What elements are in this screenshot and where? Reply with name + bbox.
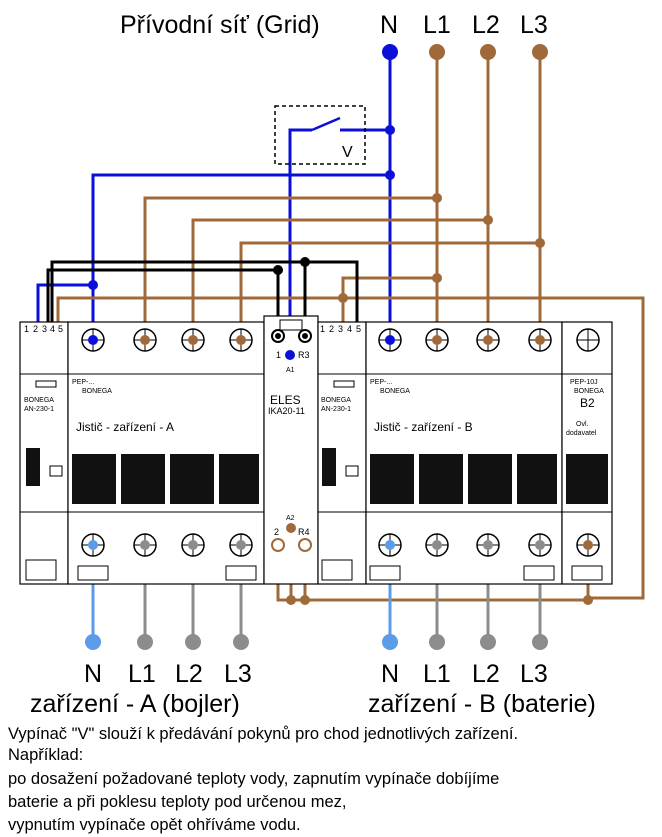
terminal-b-l3-top (528, 328, 552, 352)
phase-l1-to-relays-wire (341, 276, 437, 325)
relay-left-pin-5: 5 (58, 324, 63, 334)
terminal-a-n-top (81, 328, 105, 352)
out-a-l3-label: L3 (224, 660, 252, 688)
out-b-l3-label: L3 (520, 660, 548, 688)
terminal-b-l1-bottom (425, 533, 449, 557)
grid-terminal-l3: L3 (520, 11, 548, 39)
contactor-brand: ELES (270, 393, 301, 407)
relay-right-pin-3: 3 (338, 324, 343, 334)
relay-right-pin-4: 4 (347, 324, 352, 334)
terminal-a-l1-top (133, 328, 157, 352)
out-a-l1-label: L1 (128, 660, 156, 688)
relay-right-brand: BONEGA (321, 397, 351, 404)
note-line-3: po dosažení požadované teploty vody, zap… (8, 770, 500, 788)
out-a-l2-label: L2 (175, 660, 203, 688)
out-b-n-label: N (381, 660, 399, 688)
contactor-model: IKA20-11 (268, 406, 305, 416)
terminal-b-n-top (378, 328, 402, 352)
breaker-a-series: PEP-... (72, 379, 94, 386)
grid-terminal-n: N (380, 11, 398, 39)
breaker-b2-caption-1: Ovl. (576, 421, 589, 428)
contactor-pin-2: 2 (274, 527, 279, 537)
phase-l2-to-a-wire (191, 218, 488, 340)
relay-left-pin-4: 4 (50, 324, 55, 334)
phase-l1-to-b2-wire (343, 296, 645, 600)
note-line-1: Vypínač "V" slouží k předávání pokynů pr… (8, 725, 519, 743)
contactor-a1: A1 (286, 367, 295, 374)
grid-terminal-l1: L1 (423, 11, 451, 39)
relay-right-pin-5: 5 (356, 324, 361, 334)
grid-terminal-l2: L2 (472, 11, 500, 39)
relay-right: 1 2 3 4 5 BONEGA AN-230-1 (317, 321, 367, 585)
terminal-a-l3-bottom (229, 533, 253, 557)
relay-left-model: AN-230-1 (24, 406, 54, 413)
junction-dots (88, 44, 593, 605)
breaker-b-series: PEP-... (370, 379, 392, 386)
terminal-b-l2-bottom (476, 533, 500, 557)
out-a-n-label: N (84, 660, 102, 688)
output-dots (85, 634, 548, 650)
out-b-l1-label: L1 (423, 660, 451, 688)
contactor-a2: A2 (286, 515, 295, 522)
breaker-a-brand: BONEGA (82, 388, 112, 395)
grid-wires (36, 52, 645, 640)
relay-left: 1 2 3 4 5 BONEGA AN-230-1 (19, 321, 69, 585)
device-a-label: zařízení - A (bojler) (30, 690, 240, 718)
note-line-5: vypnutím vypínače opět ohříváme vodu. (8, 816, 301, 834)
breaker-b-label: Jistič - zařízení - B (374, 420, 473, 434)
neutral-to-relay-left-coil-wire (36, 283, 93, 325)
terminal-b-l3-bottom (528, 533, 552, 557)
relay-right-model: AN-230-1 (321, 406, 351, 413)
contactor-pin-r3: R3 (298, 350, 310, 360)
terminal-a-l3-top (229, 328, 253, 352)
relay-left-pin-3: 3 (42, 324, 47, 334)
terminal-b2-bottom (576, 533, 600, 557)
terminal-a-l1-bottom (133, 533, 157, 557)
note-line-2: Například: (8, 746, 84, 764)
breaker-b2-series: PEP-10J (570, 379, 598, 386)
breaker-a-label: Jistič - zařízení - A (76, 420, 174, 434)
device-b-label: zařízení - B (baterie) (368, 690, 596, 718)
contactor: 1 R3 A1 ELES IKA20-11 A2 2 R4 (263, 315, 319, 585)
breaker-b-brand: BONEGA (380, 388, 410, 395)
terminal-a-l2-top (181, 328, 205, 352)
breaker-b2-label: B2 (580, 396, 595, 410)
switch-v-contact (311, 116, 341, 132)
breaker-b2-brand: BONEGA (574, 388, 604, 395)
relay-right-pin-1: 1 (320, 324, 325, 334)
contactor-pin-1: 1 (276, 350, 281, 360)
switch-v-out-wire (288, 128, 312, 355)
phase-l1-to-a-wire (143, 196, 437, 340)
phase-l1-to-relay-left-wire (56, 296, 343, 325)
switch-v-label: V (342, 144, 353, 161)
din-clips (77, 565, 603, 581)
terminal-b-l2-top (476, 328, 500, 352)
relay-left-brand: BONEGA (24, 397, 54, 404)
contactor-pin-r4: R4 (298, 527, 310, 537)
relay-left-pin-1: 1 (24, 324, 29, 334)
top-terminals (81, 328, 600, 352)
terminal-b2-top (576, 328, 600, 352)
terminal-b-n-bottom (378, 533, 402, 557)
control-wire-1 (50, 260, 359, 325)
switch-v-box (274, 105, 366, 165)
terminal-a-n-bottom (81, 533, 105, 557)
note-line-4: baterie a při poklesu teploty pod určeno… (8, 793, 347, 811)
relay-left-pin-2: 2 (33, 324, 38, 334)
relay-right-pin-2: 2 (329, 324, 334, 334)
grid-label: Přívodní síť (Grid) (120, 11, 320, 39)
breaker-b2-caption-2: dodavatel (566, 430, 597, 437)
bottom-terminals (81, 533, 600, 557)
control-wire-2 (46, 268, 280, 340)
terminal-b-l1-top (425, 328, 449, 352)
out-b-l2-label: L2 (472, 660, 500, 688)
terminal-a-l2-bottom (181, 533, 205, 557)
phase-l3-to-a-wire (239, 241, 540, 340)
